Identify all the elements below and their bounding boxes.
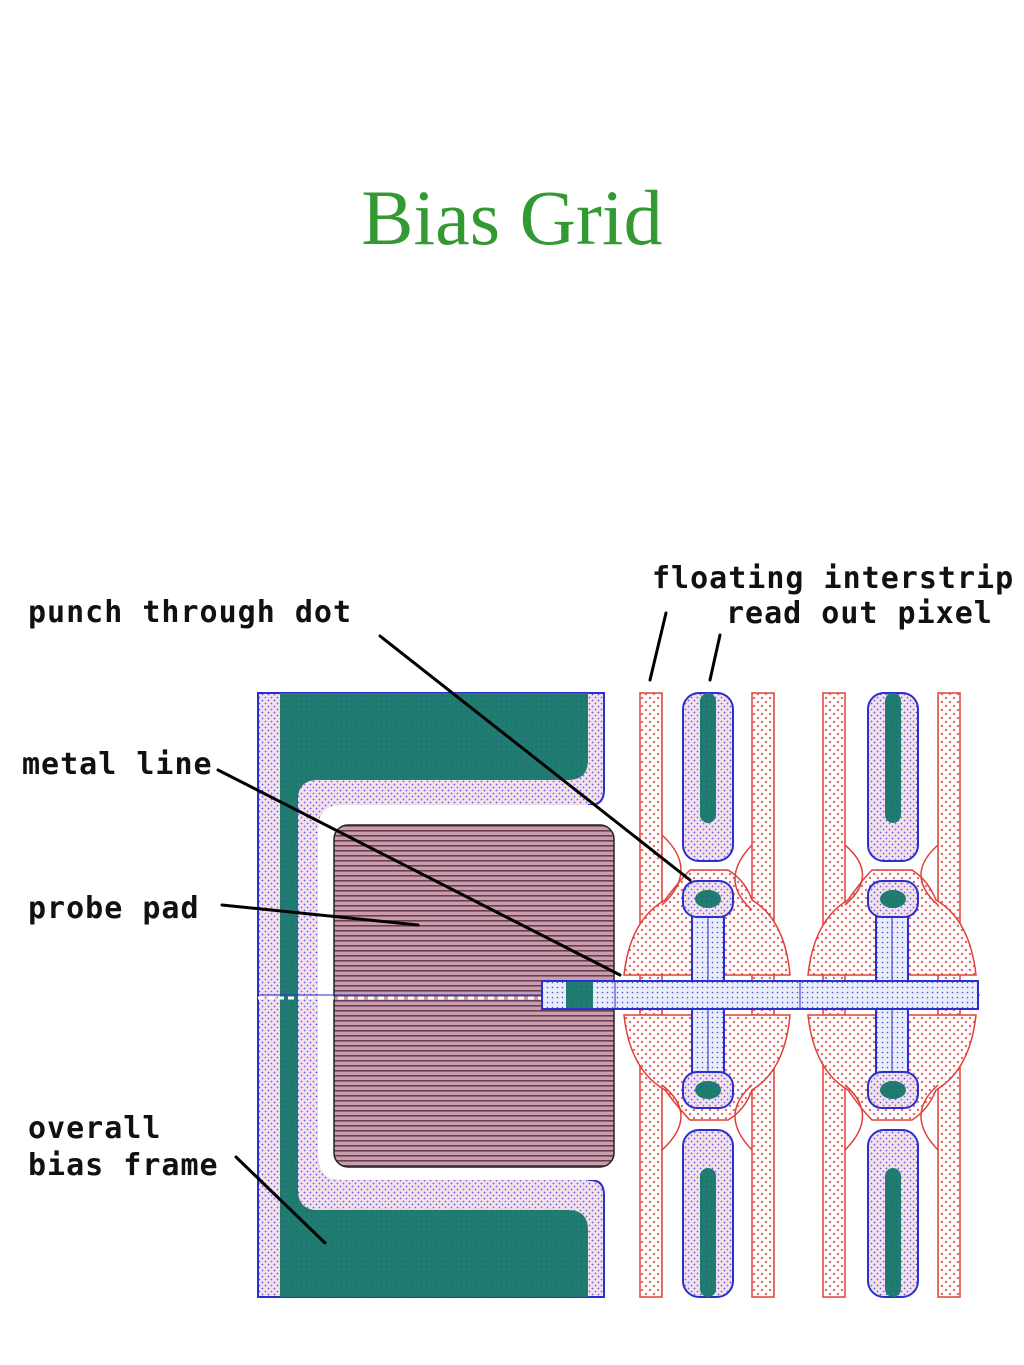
overall-bias-frame xyxy=(257,692,605,1298)
label-punch-through-dot: punch through dot xyxy=(28,595,352,630)
label-overall: overall xyxy=(28,1111,161,1146)
label-probe-pad: probe pad xyxy=(28,891,200,926)
read-out-pixels xyxy=(682,692,919,1298)
label-read-out-pixel: read out pixel xyxy=(726,596,993,631)
punch-through-dots xyxy=(682,880,919,1109)
metal-line xyxy=(541,980,979,1010)
bias-contact xyxy=(566,982,593,1008)
label-bias-frame: bias frame xyxy=(28,1148,219,1183)
page-title: Bias Grid xyxy=(361,174,663,261)
label-metal-line: metal line xyxy=(22,747,213,782)
leader-lines xyxy=(216,611,722,1245)
label-floating-interstrip: floating interstrip xyxy=(652,561,1014,596)
